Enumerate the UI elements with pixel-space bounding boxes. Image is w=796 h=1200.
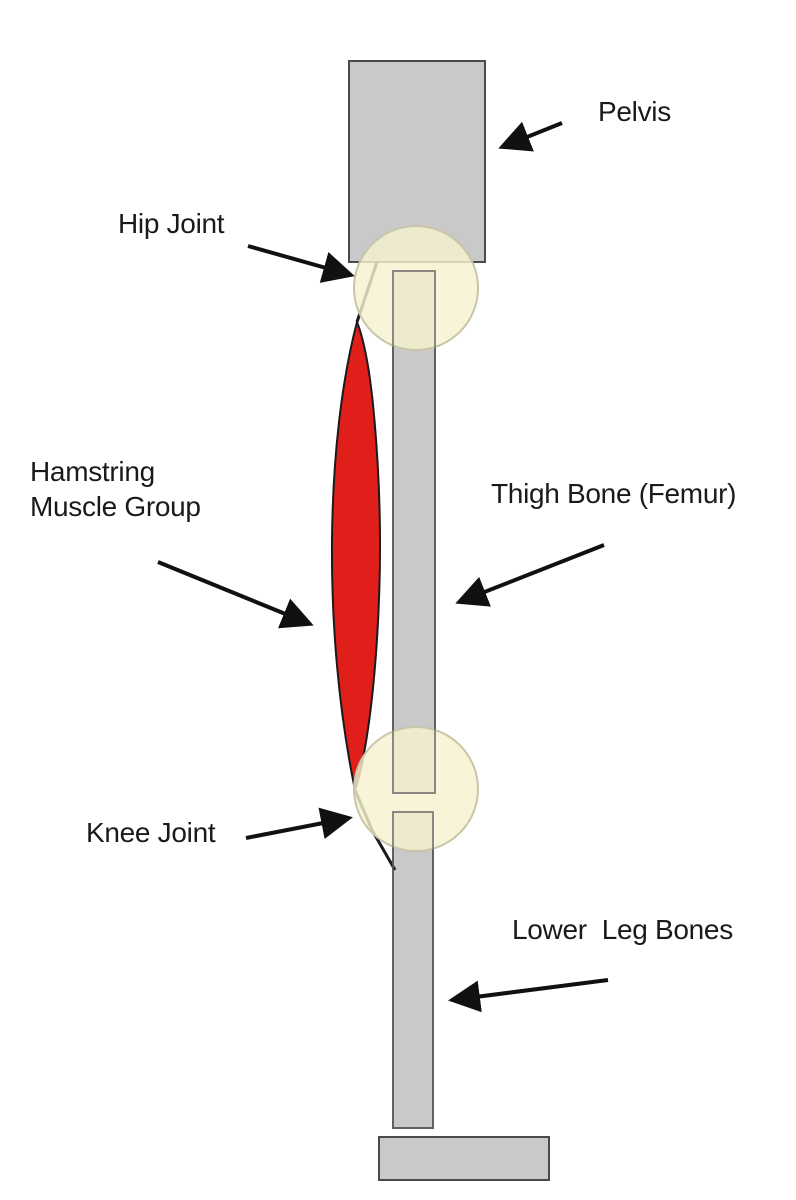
lower-leg-arrow bbox=[448, 978, 609, 1013]
knee-joint-arrow bbox=[245, 807, 353, 840]
thigh-bone-label: Thigh Bone (Femur) bbox=[491, 478, 736, 509]
pelvis-label: Pelvis bbox=[598, 96, 671, 127]
knee-joint-circle bbox=[353, 726, 479, 852]
lower-leg-bone-outline bbox=[392, 811, 434, 1129]
hip-joint-arrow bbox=[247, 244, 355, 283]
femur-bone-outline bbox=[392, 270, 436, 794]
lower-leg-bone bbox=[392, 811, 434, 1129]
knee-joint-label: Knee Joint bbox=[86, 817, 216, 848]
hamstring-arrow bbox=[157, 560, 314, 629]
hamstring-muscle bbox=[330, 318, 381, 794]
foot-block bbox=[378, 1136, 550, 1181]
femur-bone bbox=[392, 270, 436, 794]
lower-leg-label: Lower Leg Bones bbox=[512, 914, 733, 945]
hip-joint-label: Hip Joint bbox=[118, 208, 225, 239]
hamstring-label-line2: Muscle Group bbox=[30, 491, 201, 522]
pelvis-arrow bbox=[498, 121, 563, 152]
hip-joint-circle bbox=[353, 225, 479, 351]
hamstring-label-line1: Hamstring bbox=[30, 456, 155, 487]
thigh-bone-arrow bbox=[455, 543, 605, 607]
